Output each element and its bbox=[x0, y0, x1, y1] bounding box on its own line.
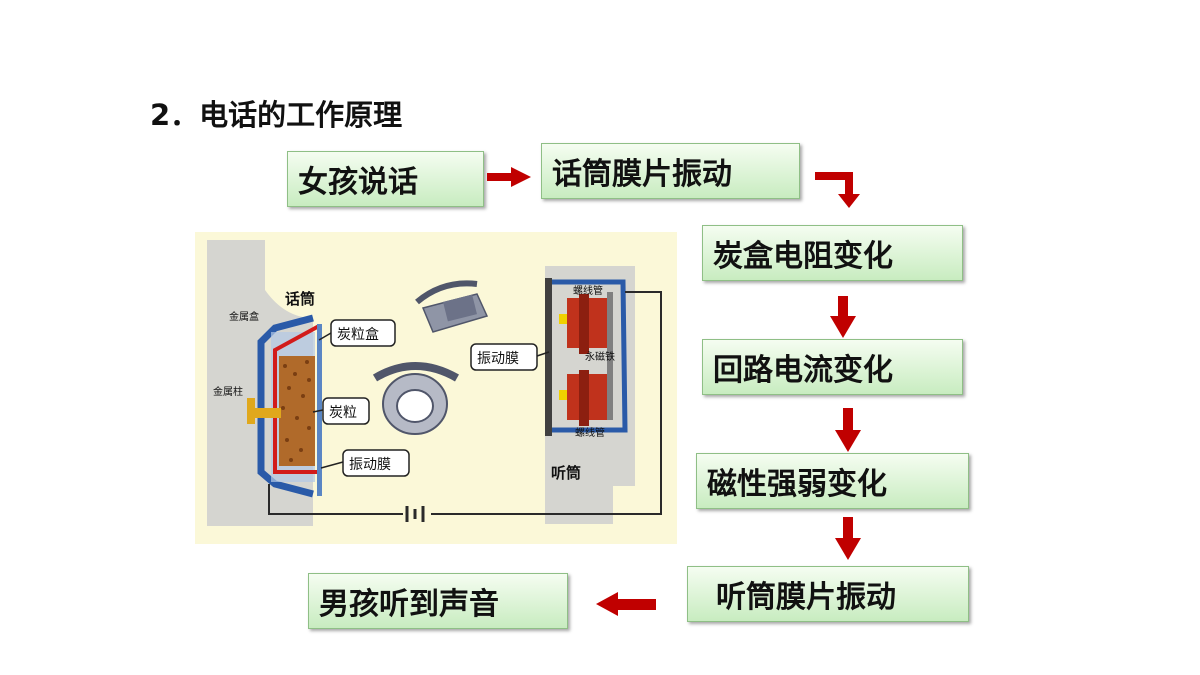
label-microphone: 话筒 bbox=[285, 290, 315, 308]
flow-step-magnetism: 磁性强弱变化 bbox=[696, 453, 969, 509]
arrow-down-icon bbox=[830, 296, 856, 338]
label-magnet: 永磁铁 bbox=[585, 350, 615, 363]
flow-step-girl-speaks: 女孩说话 bbox=[287, 151, 484, 207]
label-carbon-box: 炭粒盒 bbox=[337, 326, 379, 343]
flow-step-receiver-diaphragm: 听筒膜片振动 bbox=[687, 566, 969, 622]
flow-step-circuit-current: 回路电流变化 bbox=[702, 339, 963, 395]
telephone-diagram: 话筒 金属盒 金属柱 炭粒盒 炭粒 振动膜 振动膜 螺线管 永磁铁 螺线管 听筒 bbox=[195, 232, 677, 544]
arrow-right-icon bbox=[487, 167, 531, 187]
page-title: 2．电话的工作原理 bbox=[150, 98, 403, 132]
solenoid-coil-top bbox=[567, 294, 609, 354]
label-receiver: 听筒 bbox=[551, 464, 581, 482]
solenoid-coil-bottom bbox=[567, 370, 609, 426]
label-diaphragm-receiver: 振动膜 bbox=[477, 351, 519, 367]
flow-step-boy-hears: 男孩听到声音 bbox=[308, 573, 568, 629]
flow-step-mic-diaphragm: 话筒膜片振动 bbox=[541, 143, 800, 199]
arrow-down-icon bbox=[835, 517, 861, 560]
desk-phone-icon bbox=[415, 280, 489, 333]
label-carbon-grains: 炭粒 bbox=[329, 405, 357, 421]
rotary-phone-icon bbox=[372, 362, 459, 435]
label-metal-box: 金属盒 bbox=[229, 310, 259, 323]
battery-icon bbox=[405, 506, 425, 522]
arrow-elbow-down-icon bbox=[815, 172, 860, 208]
arrow-left-icon bbox=[596, 592, 656, 616]
label-diaphragm-mic: 振动膜 bbox=[349, 457, 391, 473]
label-solenoid-top: 螺线管 bbox=[573, 284, 603, 297]
label-metal-post: 金属柱 bbox=[213, 385, 243, 398]
flow-step-carbon-resistance: 炭盒电阻变化 bbox=[702, 225, 963, 281]
arrow-down-icon bbox=[835, 408, 861, 452]
label-solenoid-bottom: 螺线管 bbox=[575, 426, 605, 439]
